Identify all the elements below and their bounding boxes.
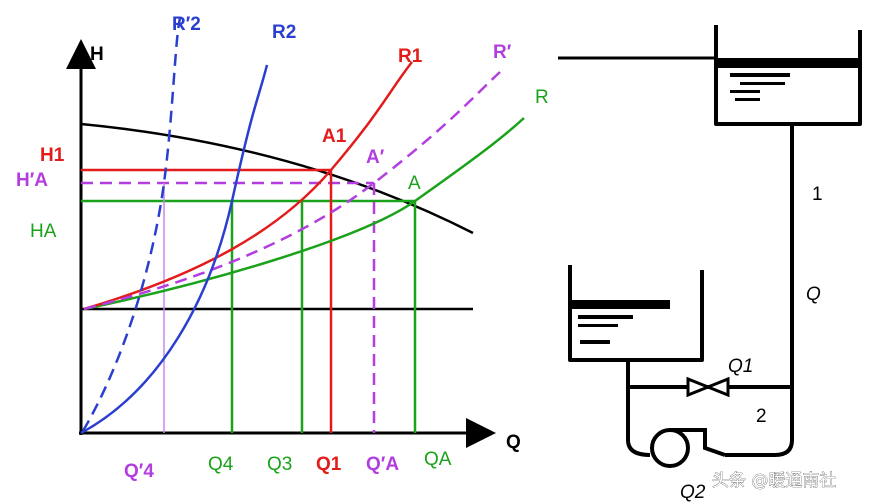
curve-r	[83, 117, 525, 311]
upper-tank-water	[716, 58, 860, 68]
label-qa-prime: Q′A	[366, 454, 399, 475]
flow-q-label: Q	[806, 284, 821, 305]
label-q3: Q3	[267, 454, 292, 475]
curve-r-prime	[83, 71, 501, 311]
lower-tank	[568, 265, 704, 362]
upper-tank-hatching	[730, 73, 790, 101]
label-r1: R1	[398, 46, 423, 67]
label-h1: H1	[40, 145, 65, 166]
lower-tank-hatching	[578, 315, 633, 344]
flow-q2-label: Q2	[680, 482, 706, 502]
label-a-prime: A′	[366, 147, 385, 168]
valve-icon	[686, 376, 730, 398]
flow-q1-label: Q1	[728, 356, 753, 377]
lower-tank-water	[570, 300, 670, 309]
y-axis-label: H	[90, 44, 104, 65]
label-r: R	[535, 87, 549, 108]
pump-icon	[650, 428, 726, 468]
curve-r2-prime	[81, 17, 182, 432]
label-r2: R2	[272, 22, 296, 43]
watermark: 头条 @暖通南社	[712, 471, 836, 491]
label-qa: QA	[424, 449, 452, 470]
x-axis-label: Q	[506, 432, 521, 453]
label-q4: Q4	[208, 454, 234, 475]
pipe-2-label: 2	[756, 406, 767, 427]
label-a1: A1	[322, 126, 347, 147]
curve-r2	[80, 64, 269, 435]
label-r-prime: R′	[493, 42, 512, 63]
pipe-1-label: 1	[812, 184, 823, 205]
label-ha-prime: H′A	[16, 170, 48, 191]
label-ha: HA	[30, 221, 57, 242]
pump-curve	[80, 122, 474, 235]
curve-r1	[83, 61, 413, 311]
label-r2-prime: R′2	[172, 14, 201, 35]
label-a: A	[408, 173, 421, 194]
pipe-1	[725, 124, 794, 457]
label-q1: Q1	[316, 454, 342, 475]
suction-pipe	[626, 360, 651, 457]
label-q4-prime: Q′4	[124, 461, 154, 482]
upper-tank	[714, 25, 862, 126]
